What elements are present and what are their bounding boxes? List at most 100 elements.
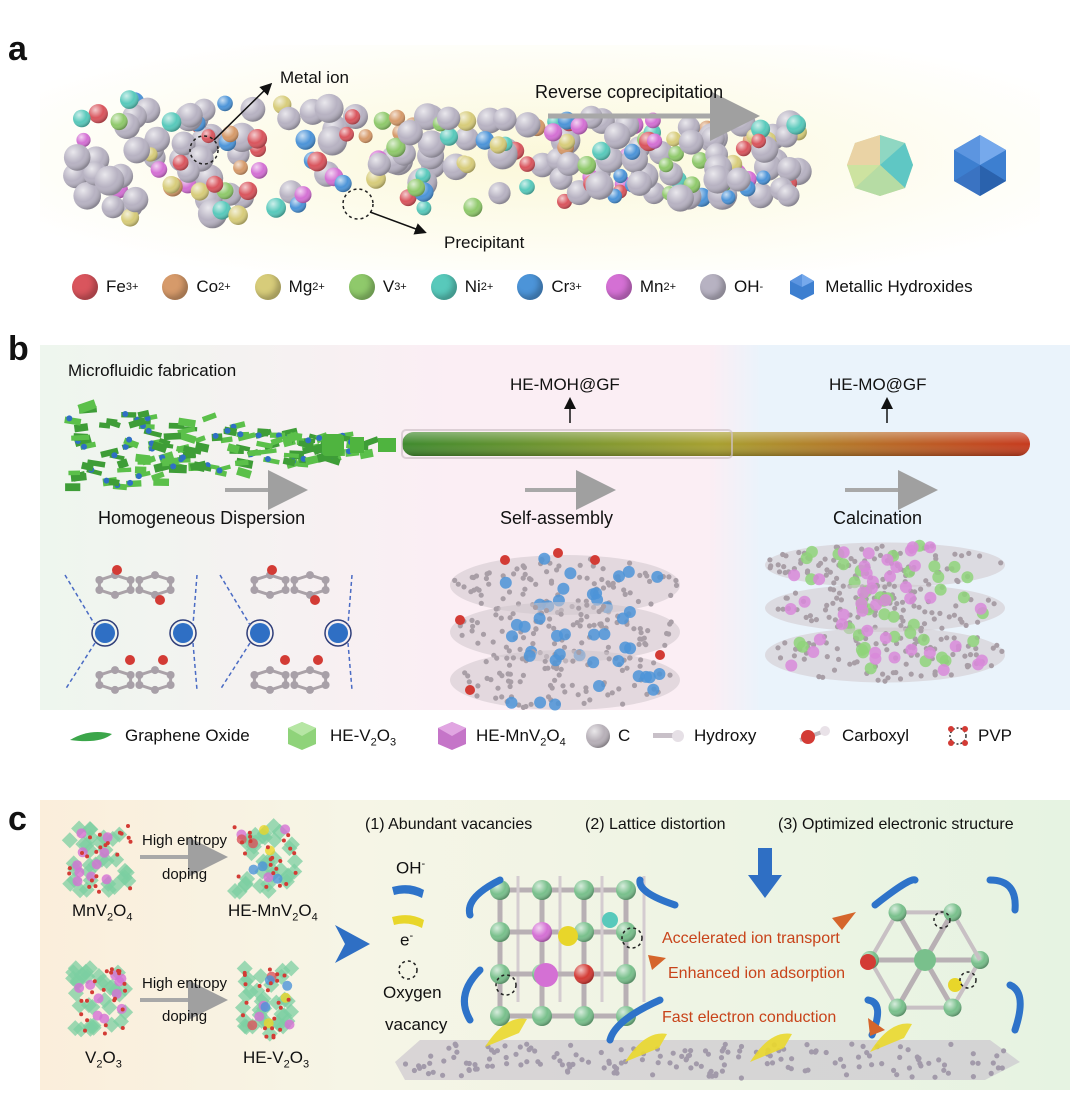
oxide-particle: [837, 558, 850, 571]
ion-ball-icon: [72, 274, 98, 300]
carboxyl-icon: [799, 726, 830, 744]
metal-dot: [122, 411, 129, 417]
legend-item: OH-: [700, 274, 763, 300]
fast-electron-conduction-label: Fast electron conduction: [662, 1009, 837, 1026]
oxide-particle: [551, 629, 563, 642]
octahedron: [283, 836, 300, 853]
oxide-particle: [860, 567, 873, 580]
legend-charge: 2+: [663, 281, 677, 293]
metal-dot: [316, 435, 323, 441]
graphene-flake: [350, 437, 364, 453]
lattice-atom: [948, 978, 962, 992]
carbon-atom: [290, 586, 299, 594]
octahedron: [252, 877, 269, 894]
oxide-particle: [651, 570, 664, 583]
metal-ion-label: Metal ion: [280, 68, 349, 87]
graphene-flake: [117, 467, 132, 473]
microfluidic-spray: [64, 399, 396, 492]
oxygen-vacancy: [621, 927, 643, 949]
oxygen-atom: [465, 685, 475, 695]
legend-charge: 2+: [480, 281, 494, 293]
metal-dot: [145, 427, 152, 434]
oxygen-vacancy: [495, 974, 517, 996]
carbon-atom: [151, 666, 159, 675]
oxygen-atom: [267, 565, 277, 575]
graphene-flake: [259, 448, 277, 455]
metal-dot: [237, 431, 244, 438]
carbon-atom: [290, 576, 299, 584]
pvp-shell: [169, 619, 197, 647]
graphene-flake: [286, 431, 299, 443]
feature-vacancies: (1) Abundant vacancies: [365, 816, 533, 833]
oxide-particle: [957, 591, 970, 604]
he-moh-gf-label: HE-MOH@GF: [510, 375, 620, 394]
octahedron: [227, 882, 244, 899]
feature-electronic: (3) Optimized electronic structure: [778, 816, 1014, 833]
graphene-base: [395, 1040, 1020, 1080]
oxygen-atom: [590, 555, 600, 565]
octahedron: [283, 960, 300, 977]
carbon-atom: [281, 671, 290, 679]
metal-dot: [305, 437, 312, 444]
calcination-label: Calcination: [833, 508, 923, 528]
oxide-particle: [917, 633, 930, 646]
ion-ball-icon: [517, 274, 544, 300]
self-assembly-label: Self-assembly: [500, 508, 614, 528]
metal-ion: [95, 623, 115, 643]
doping-label-2: doping: [162, 1008, 208, 1025]
calcination-stack: [765, 539, 1005, 684]
oxide-particle: [499, 576, 512, 589]
oxide-particle: [557, 582, 570, 595]
enhanced-ion-adsorption-label: Enhanced ion adsorption: [668, 965, 846, 982]
oxide-particle: [613, 570, 625, 583]
electron-cone: [750, 1033, 792, 1062]
carbon-atom: [321, 671, 330, 679]
oxide-particle: [887, 610, 900, 623]
carbon-atom: [111, 666, 119, 675]
graphene-flake: [183, 449, 196, 459]
reverse-coprecipitation-label: Reverse coprecipitation: [535, 82, 724, 102]
metal-dot: [300, 455, 307, 462]
orange-arrow-1: [648, 955, 666, 970]
oxide-particle: [861, 624, 874, 637]
ion-ball-icon: [254, 274, 281, 300]
oxygen-vacancy: [933, 911, 951, 929]
oxide-particle: [813, 633, 826, 646]
panel-letter-c: c: [8, 800, 27, 838]
panel-letter-a: a: [8, 30, 27, 68]
oh-trajectory: [460, 966, 484, 1024]
carbon-atom: [266, 590, 274, 599]
carbon-atom: [151, 685, 159, 694]
graphene-flake: [153, 478, 170, 486]
lattice-atom: [602, 912, 618, 928]
legend-pvp: PVP: [978, 726, 1013, 745]
oxide-particle: [857, 586, 870, 599]
graphene-flake: [135, 453, 151, 464]
oxide-particle: [905, 643, 918, 656]
metal-dot: [264, 456, 271, 462]
graphene-flake: [77, 399, 97, 414]
carbon-atom: [126, 586, 135, 594]
precipitant-marker: [342, 188, 374, 220]
legend-label: V: [382, 277, 395, 296]
octahedron: [80, 997, 97, 1014]
electron-cone: [625, 1033, 667, 1062]
oxide-particle: [923, 646, 936, 659]
metal-dot: [224, 427, 231, 434]
metal-dot: [144, 415, 151, 422]
oxide-particle: [593, 680, 605, 692]
metal-dot: [81, 443, 87, 450]
graphene-flake: [283, 452, 299, 459]
oxide-particle: [864, 662, 877, 675]
graphene-flake: [137, 409, 150, 419]
metal-dot: [122, 443, 129, 450]
oxide-particle: [624, 642, 637, 655]
metal-dot: [216, 467, 223, 474]
graphene-flake: [105, 418, 118, 426]
oxide-particle: [961, 571, 974, 584]
graphene-sheet: [765, 584, 1005, 632]
